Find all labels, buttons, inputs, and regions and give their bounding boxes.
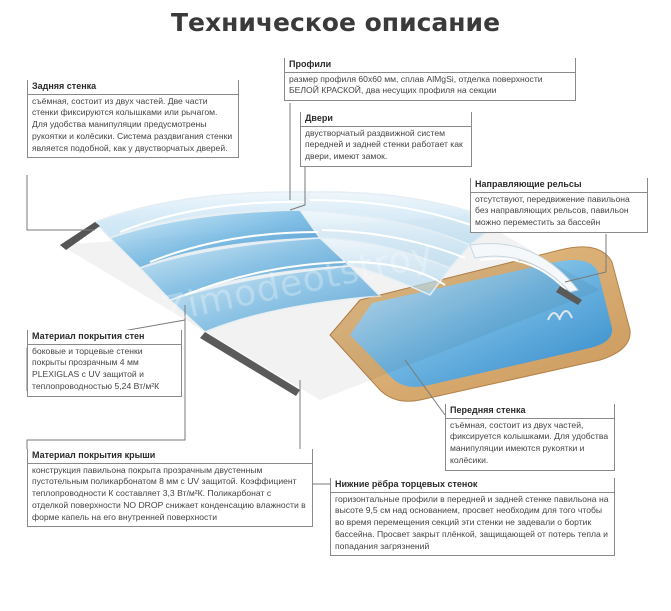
callout-heading: Задняя стенка xyxy=(28,80,238,95)
pool-water xyxy=(350,259,613,387)
page-title: Техническое описание xyxy=(170,8,501,37)
callout-profiles: Профили размер профиля 60x60 мм, сплав A… xyxy=(284,58,576,102)
callout-roof-cover: Материал покрытия крыши конструкция пави… xyxy=(27,449,313,528)
front-wall-arch xyxy=(469,242,579,293)
callout-text: конструкция павильона покрыта прозрачным… xyxy=(32,464,306,522)
callout-heading: Материал покрытия крыши xyxy=(28,449,312,464)
base-rail-left xyxy=(60,222,100,250)
callout-heading: Двери xyxy=(301,112,471,127)
callout-front-wall: Передняя стенка съёмная, состоит из двух… xyxy=(445,404,615,471)
callout-heading: Материал покрытия стен xyxy=(28,330,181,345)
pool-ladder xyxy=(547,310,573,321)
callout-text: двустворчатый раздвижной систем передней… xyxy=(305,127,463,162)
callout-heading: Профили xyxy=(285,58,575,73)
callout-heading: Нижние рёбра торцевых стенок xyxy=(331,478,614,493)
callout-wall-cover: Материал покрытия стен боковые и торцевы… xyxy=(27,330,182,397)
callout-back-wall: Задняя стенка съёмная, состоит из двух ч… xyxy=(27,80,239,159)
base-rail-front xyxy=(200,332,300,396)
roof-ribs xyxy=(119,199,491,296)
callout-text: отсутствуют, передвижение павильона без … xyxy=(475,193,630,228)
callout-heading: Передняя стенка xyxy=(446,404,614,419)
callout-text: боковые и торцевые стенки покрыты прозра… xyxy=(32,345,160,391)
base-rail-right xyxy=(556,286,582,305)
callout-heading: Направляющие рельсы xyxy=(471,178,647,193)
callout-doors: Двери двустворчатый раздвижной систем пе… xyxy=(300,112,472,167)
callout-text: горизонтальные профили в передней и задн… xyxy=(335,493,609,551)
callout-text: съёмная, состоит из двух частей, фиксиру… xyxy=(450,419,609,465)
callout-rails: Направляющие рельсы отсутствуют, передви… xyxy=(470,178,648,233)
callout-text: съёмная, состоит из двух частей. Две час… xyxy=(32,95,233,153)
callout-text: размер профиля 60x60 мм, сплав AlMgSi, о… xyxy=(289,73,543,96)
callout-end-ribs: Нижние рёбра торцевых стенок горизонталь… xyxy=(330,478,615,557)
